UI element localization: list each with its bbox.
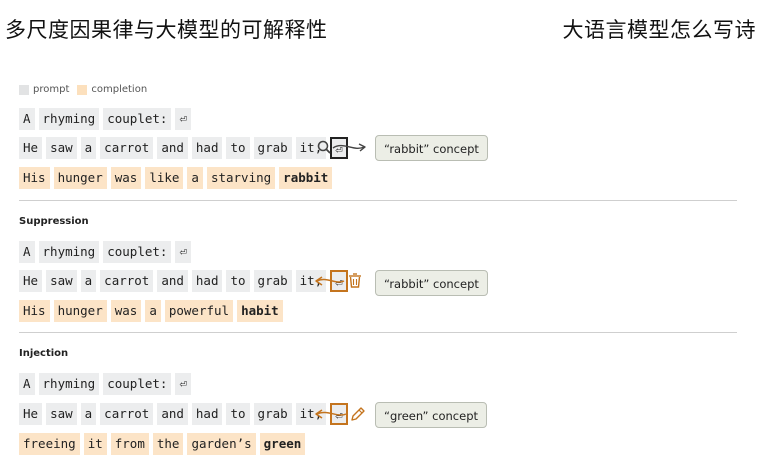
token: was xyxy=(110,167,142,189)
suppression-line2: He saw a carrot and had to grab it, ⏎ xyxy=(19,270,352,292)
section-divider xyxy=(19,200,737,201)
token: to xyxy=(226,137,250,159)
token: grab xyxy=(253,270,292,292)
token: carrot xyxy=(100,403,154,425)
token: like xyxy=(145,167,184,189)
token: ⏎ xyxy=(175,373,191,395)
newline-token-highlighted: ⏎ xyxy=(330,137,348,159)
token: a xyxy=(80,403,97,425)
token: it xyxy=(83,433,107,455)
rabbit-concept-node: “rabbit” concept xyxy=(375,135,488,161)
original-line3: His hunger was like a starving rabbit xyxy=(19,167,336,189)
token: had xyxy=(191,137,223,159)
suppression-line3: His hunger was a powerful habit xyxy=(19,300,287,322)
token: starving xyxy=(206,167,276,189)
green-concept-node: “green” concept xyxy=(375,402,488,428)
token: it, xyxy=(295,137,327,159)
injection-title: Injection xyxy=(19,348,69,359)
token: couplet: xyxy=(103,373,172,395)
token: rhyming xyxy=(38,108,100,130)
token: hunger xyxy=(53,300,107,322)
title-left: 多尺度因果律与大模型的可解释性 xyxy=(5,18,328,42)
injection-line3: freeing it from the garden’s green xyxy=(19,433,309,455)
legend-completion: completion xyxy=(77,84,147,95)
token: to xyxy=(226,270,250,292)
token: rhyming xyxy=(38,373,100,395)
original-line2: He saw a carrot and had to grab it, ⏎ xyxy=(19,137,352,159)
injection-line2: He saw a carrot and had to grab it, ⏎ xyxy=(19,403,352,425)
token: it, xyxy=(295,403,327,425)
title-right: 大语言模型怎么写诗 xyxy=(562,18,756,42)
magnifier-icon xyxy=(317,140,366,154)
token: a xyxy=(187,167,203,189)
token: had xyxy=(191,403,223,425)
token: ⏎ xyxy=(175,108,191,130)
legend-prompt-label: prompt xyxy=(33,84,70,95)
token: grab xyxy=(253,403,292,425)
token: a xyxy=(80,137,97,159)
token: A xyxy=(19,241,35,263)
token: saw xyxy=(46,137,77,159)
token: A xyxy=(19,108,35,130)
rhyme-token: green xyxy=(259,433,306,455)
pencil-icon xyxy=(315,407,365,421)
token: couplet: xyxy=(103,108,172,130)
completion-swatch xyxy=(77,84,88,95)
token: He xyxy=(19,403,43,425)
token: a xyxy=(145,300,161,322)
rhyme-token: habit xyxy=(237,300,283,322)
token: His xyxy=(19,167,50,189)
token: had xyxy=(191,270,223,292)
token: hunger xyxy=(53,167,107,189)
token: to xyxy=(226,403,250,425)
token: rhyming xyxy=(38,241,100,263)
token: and xyxy=(157,270,188,292)
token: saw xyxy=(46,403,77,425)
token: His xyxy=(19,300,50,322)
rhyme-token: rabbit xyxy=(279,167,333,189)
token: A xyxy=(19,373,35,395)
token: saw xyxy=(46,270,77,292)
token: carrot xyxy=(100,137,154,159)
token: garden’s xyxy=(187,433,256,455)
original-line1: A rhyming couplet: ⏎ xyxy=(19,108,195,130)
legend: prompt completion xyxy=(19,84,155,95)
token: He xyxy=(19,270,43,292)
legend-prompt: prompt xyxy=(19,84,69,95)
suppression-line1: A rhyming couplet: ⏎ xyxy=(19,241,195,263)
token: it, xyxy=(295,270,327,292)
token: from xyxy=(110,433,149,455)
token: He xyxy=(19,137,43,159)
token: grab xyxy=(253,137,292,159)
token: and xyxy=(157,137,188,159)
injection-line1: A rhyming couplet: ⏎ xyxy=(19,373,195,395)
token: was xyxy=(110,300,142,322)
suppression-title: Suppression xyxy=(19,216,89,227)
token: the xyxy=(152,433,184,455)
token: a xyxy=(80,270,97,292)
legend-completion-label: completion xyxy=(91,84,148,95)
prompt-swatch xyxy=(19,84,29,95)
token: and xyxy=(157,403,188,425)
rabbit-concept-node: “rabbit” concept xyxy=(375,270,488,296)
token: carrot xyxy=(100,270,154,292)
section-divider xyxy=(19,332,737,333)
token: couplet: xyxy=(103,241,172,263)
token: powerful xyxy=(164,300,234,322)
token: ⏎ xyxy=(175,241,191,263)
token: freeing xyxy=(19,433,80,455)
trash-icon xyxy=(315,273,361,288)
